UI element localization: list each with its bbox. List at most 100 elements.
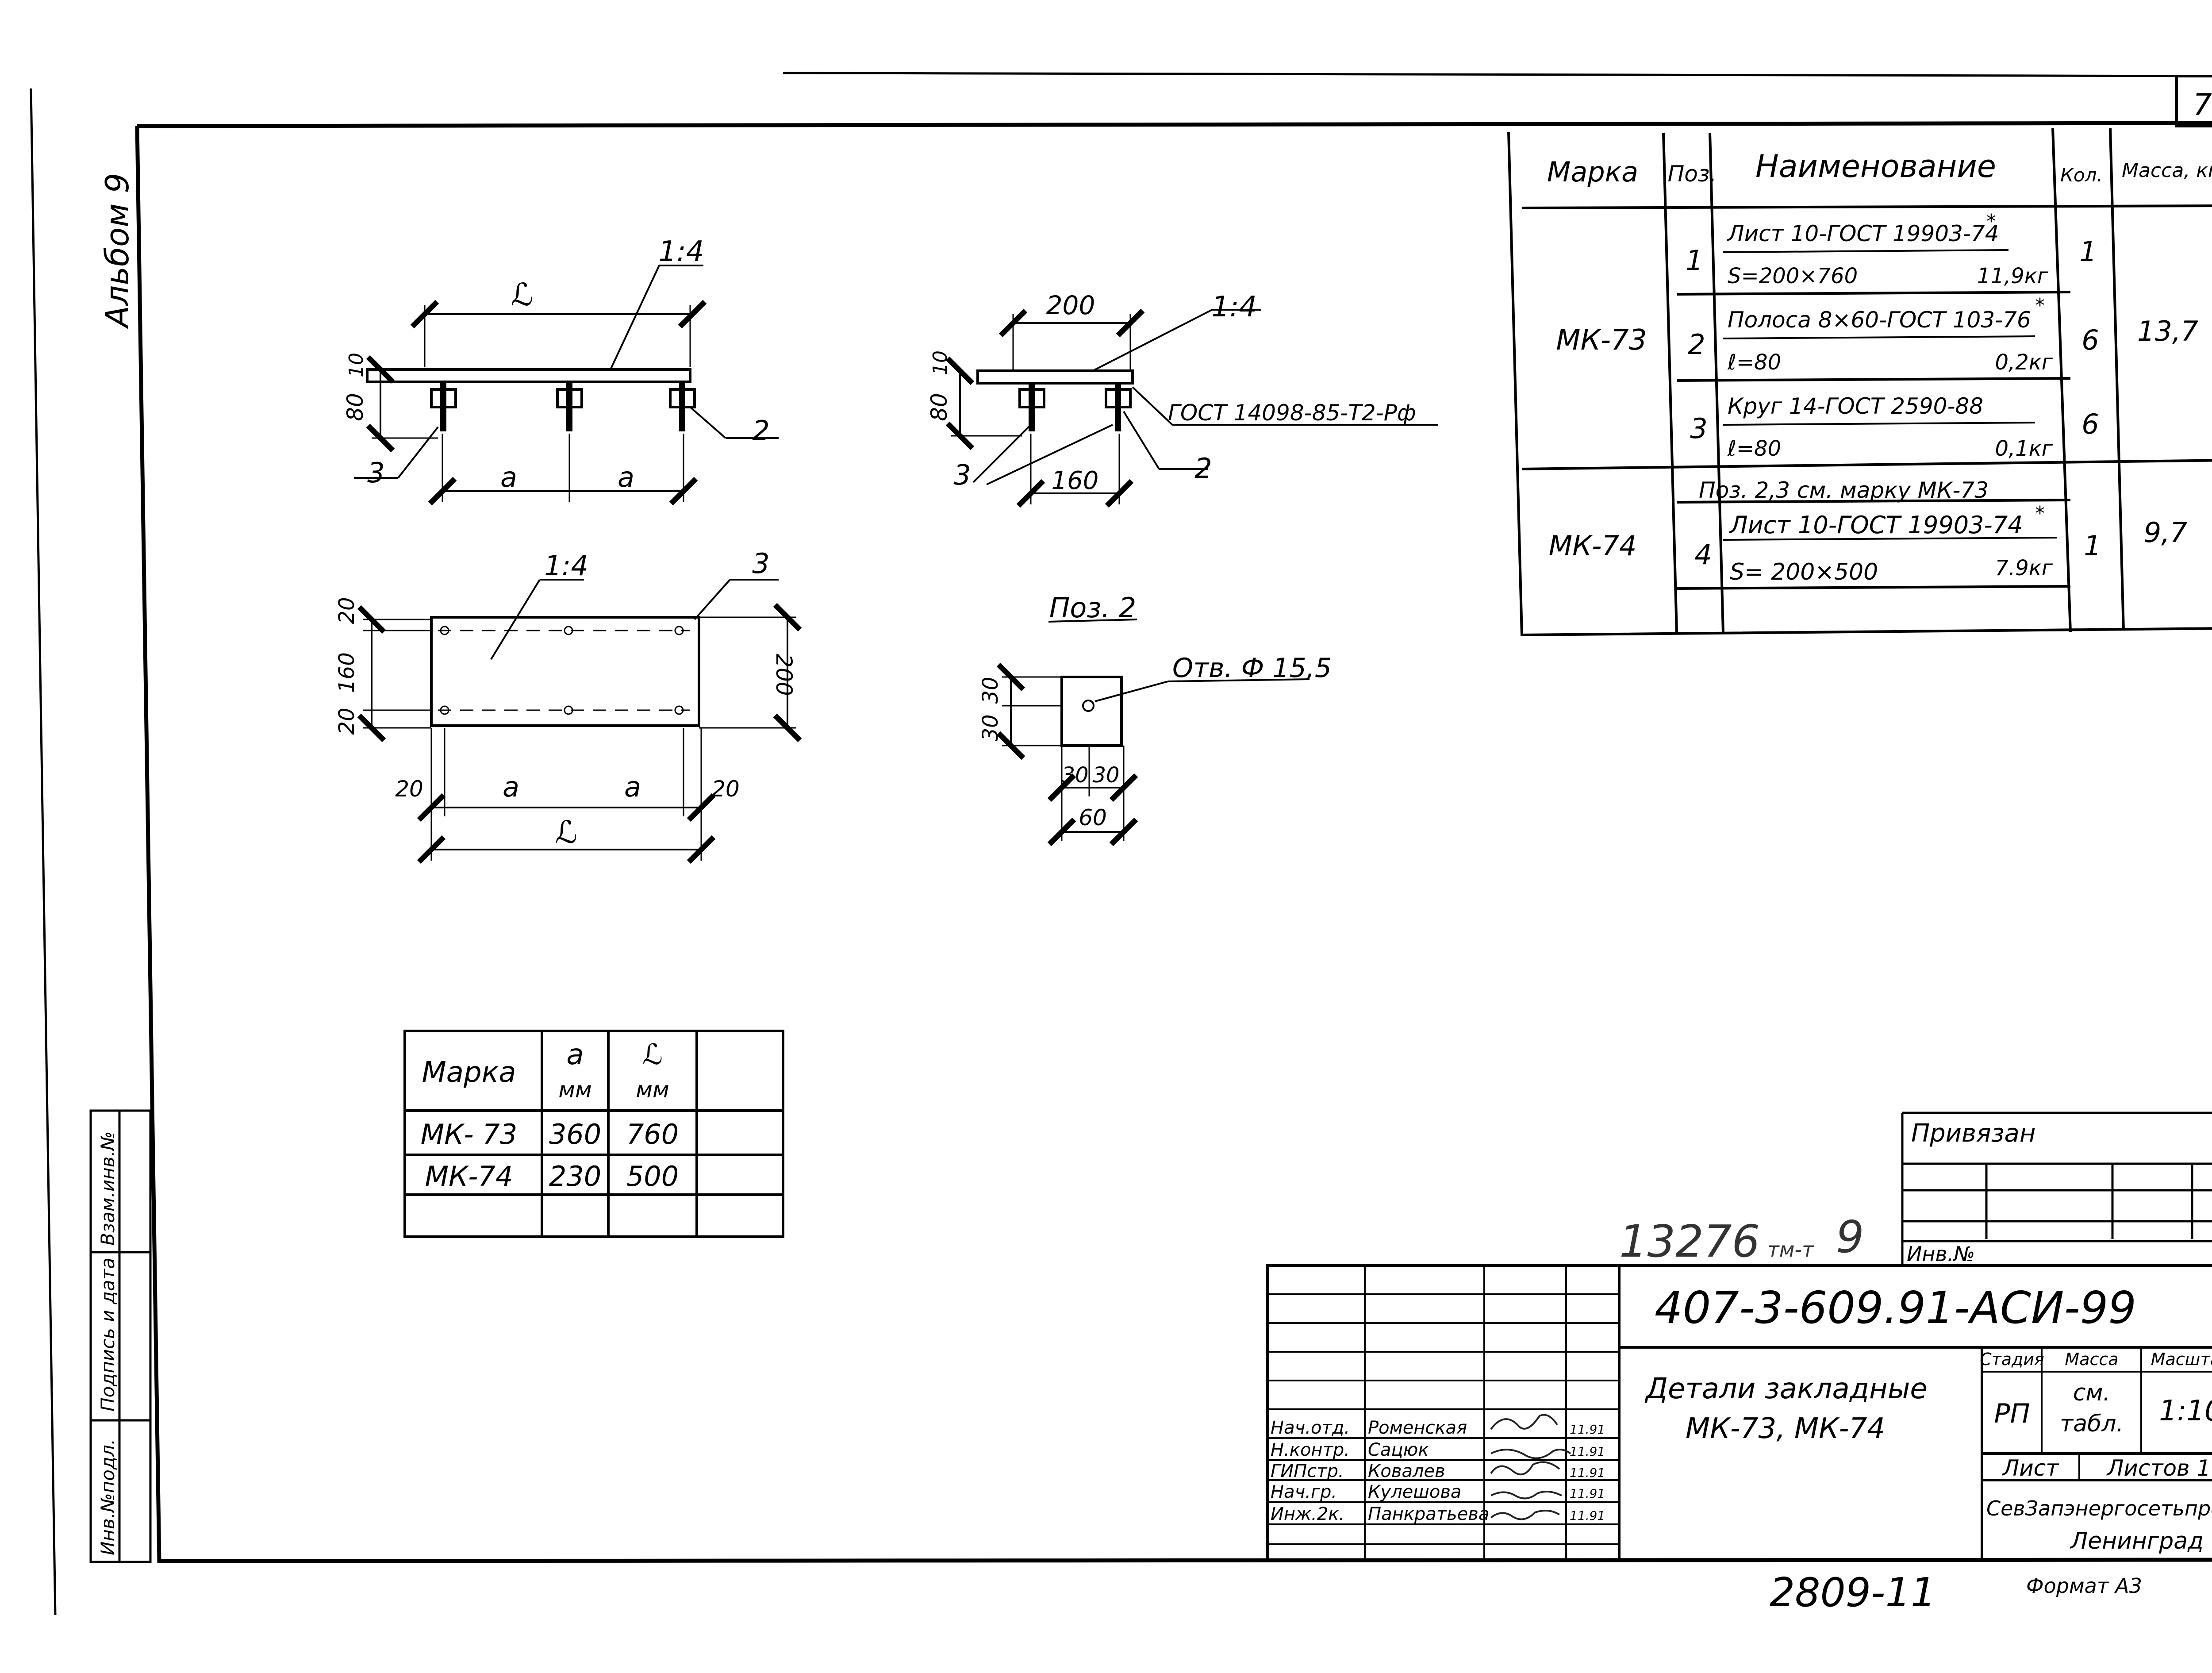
detail-dim-30-bottom: 30 bbox=[978, 714, 1003, 741]
staff-date: 11.91 bbox=[1570, 1444, 1605, 1459]
spec-r1-poz: 1 bbox=[1686, 244, 1703, 277]
detail-dim-60: 60 bbox=[1079, 805, 1107, 831]
list-item: Инж.2к. Панкратьева 11.91 bbox=[1271, 1504, 1605, 1524]
anchor-bar-middle bbox=[556, 382, 583, 431]
spec-r2-line2: ℓ=80 bbox=[1727, 350, 1781, 375]
d3-dim-20-top: 20 bbox=[334, 597, 359, 624]
dt-header-a: a bbox=[566, 1038, 584, 1071]
spec-r4-kol: 1 bbox=[2084, 530, 2101, 562]
org-name: СевЗапэнергосетьпроект bbox=[1986, 1496, 2212, 1520]
d3-dim-20-bottom: 20 bbox=[334, 708, 359, 735]
dt-header-marka: Марка bbox=[422, 1056, 516, 1089]
spec-r1-star: * bbox=[1986, 210, 1996, 233]
list-item: Нач.гр. Кулешова 11.91 bbox=[1271, 1482, 1605, 1502]
staff-name: Кулешова bbox=[1368, 1482, 1461, 1502]
drawing-mk74-side bbox=[945, 308, 1438, 508]
spec-r4-line2: S= 200×500 bbox=[1730, 559, 1878, 585]
detail-poz2 bbox=[996, 619, 1310, 846]
spec-header-poz: Поз. bbox=[1668, 161, 1717, 187]
title-block bbox=[1266, 1264, 2212, 1561]
spec-r4-poz: 4 bbox=[1694, 538, 1712, 571]
spec-table bbox=[1507, 128, 2212, 637]
d1-pos3: 3 bbox=[367, 457, 384, 489]
spec-r1-line1: Лист 10-ГОСТ 19903-74 bbox=[1727, 221, 1999, 246]
list-item: ГИПстр. Ковалев 11.91 bbox=[1271, 1461, 1605, 1481]
dt-row2-l: 500 bbox=[626, 1160, 679, 1192]
spec-mk73-mass: 13,7 bbox=[2137, 315, 2198, 347]
massa-value-2: табл. bbox=[2060, 1411, 2124, 1437]
d3-dim-200: 200 bbox=[771, 654, 797, 696]
dt-row1-l: 760 bbox=[626, 1118, 679, 1150]
d1-dim-l: ℒ bbox=[511, 277, 533, 313]
d3-scale: 1:4 bbox=[544, 550, 588, 582]
d2-pos3: 3 bbox=[953, 459, 971, 491]
dt-row1-a: 360 bbox=[549, 1118, 601, 1150]
listov-label: Листов 1 bbox=[2106, 1455, 2211, 1481]
staff-name: Панкратьева bbox=[1368, 1504, 1489, 1524]
staff-date: 11.91 bbox=[1570, 1486, 1605, 1501]
spec-r2-line1: Полоса 8×60-ГОСТ 103-76 bbox=[1728, 307, 2031, 333]
spec-mk74-mass: 9,7 bbox=[2144, 516, 2188, 549]
detail-dim-30-left: 30 bbox=[1061, 763, 1088, 788]
d3-dim-20-left: 20 bbox=[395, 776, 423, 802]
spec-r3-mass: 0,1кг bbox=[1995, 436, 2053, 461]
album-label: Альбом 9 bbox=[99, 173, 136, 329]
drawing-title-line2: МК-73, МК-74 bbox=[1686, 1412, 1885, 1445]
dimension-table bbox=[403, 1030, 784, 1238]
staff-date: 11.91 bbox=[1570, 1508, 1605, 1523]
massa-value-1: см. bbox=[2073, 1380, 2110, 1406]
spec-r3-line2: ℓ=80 bbox=[1727, 436, 1781, 461]
spec-header-marka: Марка bbox=[1547, 156, 1638, 188]
drawing-plan bbox=[357, 579, 802, 864]
detail-title: Поз. 2 bbox=[1049, 592, 1136, 624]
d2-dim-200: 200 bbox=[1046, 290, 1095, 320]
d2-pos2: 2 bbox=[1194, 452, 1212, 485]
format-label: Формат А3 bbox=[2026, 1574, 2142, 1598]
masshtab-label: Масштаб bbox=[2151, 1350, 2212, 1369]
d3-dim-a-left: a bbox=[503, 771, 519, 803]
list-item: Н.контр. Сацюк 11.91 bbox=[1271, 1440, 1605, 1460]
privyazan-block bbox=[1901, 1111, 2212, 1267]
d2-dim-160: 160 bbox=[1052, 466, 1099, 495]
list-label: Лист bbox=[2002, 1455, 2060, 1481]
spec-r4-line1: Лист 10-ГОСТ 19903-74 bbox=[1729, 511, 2023, 539]
d3-pos3: 3 bbox=[752, 547, 769, 580]
staff-role: Нач.отд. bbox=[1271, 1418, 1350, 1438]
table-row: МК-74 230 500 bbox=[425, 1160, 679, 1192]
handwritten-suffix: тм-т bbox=[1767, 1238, 1814, 1261]
document-code: 407-3-609.91-АСИ-99 bbox=[1655, 1282, 2136, 1334]
dt-row1-marka: МК- 73 bbox=[421, 1118, 517, 1150]
side-vzam: Взам.инв.№ bbox=[97, 1131, 119, 1246]
stadia-label: Стадия bbox=[1980, 1350, 2044, 1369]
side-podpis: Подпись и дата bbox=[97, 1258, 119, 1411]
spec-r1-line2: S=200×760 bbox=[1728, 264, 1858, 288]
sheet-frame bbox=[30, 72, 2212, 1615]
spec-mk74-marka: МК-74 bbox=[1549, 530, 1637, 562]
stadia-value: РП bbox=[1994, 1398, 2030, 1429]
table-row: МК- 73 360 760 bbox=[421, 1118, 679, 1150]
spec-r3-line1: Круг 14-ГОСТ 2590-88 bbox=[1728, 393, 1983, 419]
detail-hole: Отв. Ф 15,5 bbox=[1172, 653, 1332, 684]
spec-r4-mass: 7.9кг bbox=[1995, 556, 2053, 581]
staff-role: ГИПстр. bbox=[1271, 1461, 1344, 1481]
staff-role: Инж.2к. bbox=[1271, 1504, 1344, 1524]
d2-dim-10: 10 bbox=[929, 350, 952, 375]
spec-r1-mass: 11,9кг bbox=[1977, 264, 2049, 288]
anchor-bar-right bbox=[1105, 383, 1132, 431]
spec-r3-kol: 6 bbox=[2081, 408, 2099, 440]
spec-header-massa: Масса, кг bbox=[2122, 159, 2212, 182]
handwritten-number: 13276 bbox=[1619, 1215, 1760, 1267]
handwritten-number-2: 9 bbox=[1836, 1211, 1864, 1263]
d3-dim-20-right: 20 bbox=[711, 776, 740, 802]
staff-name: Сацюк bbox=[1368, 1440, 1429, 1460]
org-city: Ленинград bbox=[2070, 1528, 2204, 1554]
dt-header-l: ℒ bbox=[642, 1038, 663, 1071]
dt-header-l-unit: мм bbox=[636, 1077, 669, 1103]
d2-weld-gost: ГОСТ 14098-85-Т2-Рф bbox=[1168, 400, 1416, 426]
spec-r3-poz: 3 bbox=[1690, 412, 1707, 445]
anchor-marks bbox=[440, 626, 684, 715]
spec-header-name: Наименование bbox=[1755, 148, 1996, 185]
d1-dim-10: 10 bbox=[345, 353, 368, 377]
spec-mk74-note: Поз. 2,3 см. марку МК-73 bbox=[1699, 477, 1989, 503]
